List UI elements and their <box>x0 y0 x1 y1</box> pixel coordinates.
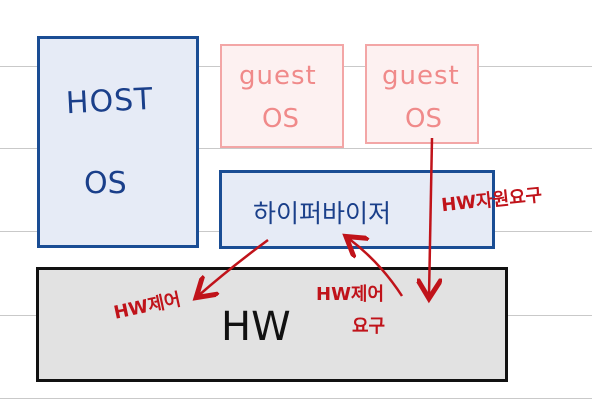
guest-os-2-label-line1: guest <box>382 61 460 91</box>
hypervisor-label: 하이퍼바이저 <box>253 199 392 228</box>
host-os-box <box>37 36 199 248</box>
resource-request-arrow <box>429 137 432 296</box>
guest-os-box-1 <box>220 44 344 148</box>
host-os-label-line2: OS <box>84 166 127 201</box>
guest-os-1-label-line2: OS <box>262 104 299 134</box>
hw-control-request-label-line1: HW제어 <box>316 284 385 305</box>
guest-os-1-label-line1: guest <box>239 61 317 91</box>
hw-label: HW <box>221 304 291 350</box>
hw-control-arrow <box>198 238 269 296</box>
hw-control-request-label-line2: 요구 <box>352 316 386 337</box>
guest-os-2-label-line2: OS <box>405 104 442 134</box>
hw-control-request-arrow <box>348 238 404 297</box>
notebook-line <box>0 148 592 149</box>
notebook-line <box>0 398 592 399</box>
guest-os-box-2 <box>365 44 479 144</box>
